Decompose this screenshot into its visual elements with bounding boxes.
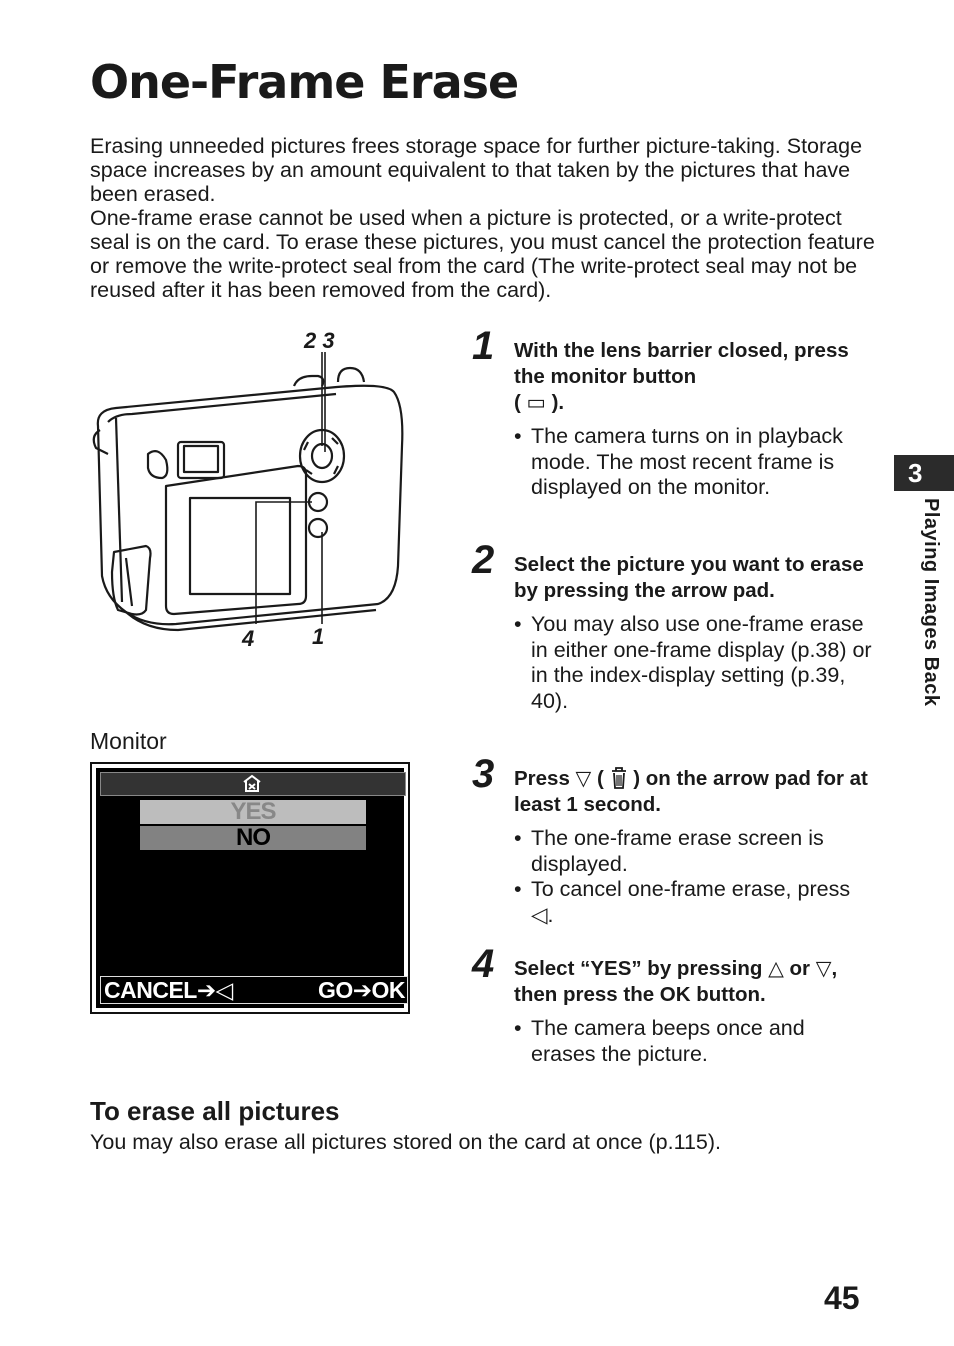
monitor-screen: YES NO CANCEL➔◁ GO➔OK: [90, 762, 410, 1014]
callout-4: 4: [242, 626, 255, 651]
step-4-number: 4: [472, 942, 495, 986]
monitor-bottom-bar: CANCEL➔◁ GO➔OK: [100, 976, 408, 1004]
camera-illustration: 2 3 4 1: [86, 326, 416, 656]
erase-all-title: To erase all pictures: [90, 1096, 340, 1126]
step-1-bullets: •The camera turns on in playback mode. T…: [514, 424, 872, 501]
step-3-heading: Press ▽ ( ) on the arrow pad for at leas…: [514, 767, 868, 816]
step-2-number: 2: [472, 538, 495, 582]
monitor-cancel-label: CANCEL➔◁: [104, 977, 233, 1003]
step-1: 1 With the lens barrier closed, press th…: [472, 324, 872, 501]
list-item: •To cancel one-frame erase, press ◁.: [514, 877, 851, 927]
trash-icon: [611, 767, 626, 789]
step-1-number: 1: [472, 324, 495, 368]
monitor-go-label: GO➔OK: [317, 977, 406, 1003]
step-3: 3 Press ▽ ( ) on the arrow pad for at le…: [472, 752, 872, 928]
camera-drawing: [92, 352, 404, 632]
list-item: •The one-frame erase screen is displayed…: [514, 826, 824, 876]
monitor-yes-option[interactable]: YES: [140, 800, 366, 824]
step-1-heading-text: With the lens barrier closed, press the …: [514, 339, 849, 388]
step-4-heading: Select “YES” by pressing △ or ▽, then pr…: [514, 957, 838, 1006]
step-3-number: 3: [472, 752, 495, 796]
list-item: •The camera beeps once and erases the pi…: [514, 1016, 805, 1066]
monitor-title-bar: [100, 772, 406, 796]
list-item: •You may also use one-frame erase in eit…: [514, 612, 872, 713]
step-1-heading-button: ( ▭ ).: [514, 391, 565, 414]
intro-paragraph-2: One-frame erase cannot be used when a pi…: [90, 206, 875, 302]
erase-icon: [243, 774, 261, 792]
callout-2-3: 2 3: [304, 328, 335, 353]
step-2-bullets: •You may also use one-frame erase in eit…: [514, 612, 872, 714]
step-3-bullets: •The one-frame erase screen is displayed…: [514, 826, 872, 928]
step-4: 4 Select “YES” by pressing △ or ▽, then …: [472, 942, 872, 1067]
monitor-display: YES NO CANCEL➔◁ GO➔OK: [96, 768, 408, 1008]
monitor-label: Monitor: [90, 728, 167, 754]
page-number: 45: [824, 1280, 860, 1316]
step-1-heading: With the lens barrier closed, press the …: [514, 338, 872, 416]
monitor-no-option[interactable]: NO: [140, 826, 366, 850]
step-2: 2 Select the picture you want to erase b…: [472, 538, 872, 714]
chapter-label: Playing Images Back: [920, 498, 942, 707]
erase-all-text: You may also erase all pictures stored o…: [90, 1130, 722, 1154]
step-4-bullets: •The camera beeps once and erases the pi…: [514, 1016, 872, 1067]
step-2-heading: Select the picture you want to erase by …: [514, 553, 864, 602]
intro-text: Erasing unneeded pictures frees storage …: [90, 134, 880, 302]
chapter-tab: 3: [894, 455, 954, 491]
callout-1: 1: [312, 624, 325, 649]
list-item: •The camera turns on in playback mode. T…: [514, 424, 843, 499]
intro-paragraph-1: Erasing unneeded pictures frees storage …: [90, 134, 863, 206]
page-title: One-Frame Erase: [90, 55, 519, 109]
